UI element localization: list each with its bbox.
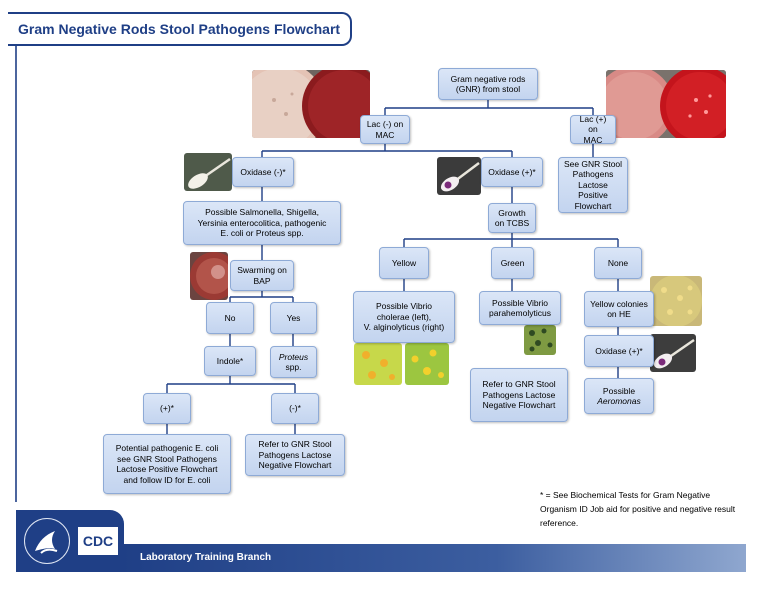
node-yes: Yes: [270, 302, 317, 334]
tcbs-plate-icon: [405, 343, 449, 385]
node-indole-pos: (+)*: [143, 393, 191, 424]
tcbs-green-photo: [524, 325, 556, 355]
swab-icon: [184, 153, 232, 191]
tcbs-yellow-left-photo: [354, 343, 402, 385]
node-oxidase-neg: Oxidase (-)*: [232, 157, 294, 187]
node-no: No: [206, 302, 254, 334]
node-oxidase-pos: Oxidase (+)*: [481, 157, 543, 187]
node-none: None: [594, 247, 642, 279]
node-indole: Indole*: [204, 346, 256, 376]
swab-icon: [437, 157, 481, 195]
agar-plate-icon: [190, 252, 228, 300]
tcbs-plate-icon: [354, 343, 402, 385]
oxidase-pos-swab-photo: [437, 157, 481, 195]
agar-plate-icon: [606, 70, 726, 138]
node-yellow: Yellow: [379, 247, 429, 279]
footer-branch-label: Laboratory Training Branch: [140, 552, 272, 563]
footnote: * = See Biochemical Tests for Gram Negat…: [540, 490, 736, 528]
he-plate-photo: [650, 276, 702, 326]
eagle-icon: [35, 531, 58, 554]
agar-plate-icon: [252, 70, 370, 138]
node-possible-salmonella: Possible Salmonella, Shigella,Yersinia e…: [183, 201, 341, 245]
page-title: Gram Negative Rods Stool Pathogens Flowc…: [18, 21, 341, 37]
node-root: Gram negative rods(GNR) from stool: [438, 68, 538, 100]
node-green: Green: [491, 247, 534, 279]
node-oxidase-pos2: Oxidase (+)*: [584, 335, 654, 367]
tcbs-plate-icon: [524, 325, 556, 355]
bap-swarming-photo: [190, 252, 228, 300]
oxidase-pos-swab2-photo: [650, 334, 696, 372]
node-indole-neg: (-)*: [271, 393, 319, 424]
title-frame: [8, 12, 352, 46]
mac-plate-lac-neg-photo: [252, 70, 370, 138]
mac-plate-lac-pos-photo: [606, 70, 726, 138]
tcbs-yellow-right-photo: [405, 343, 449, 385]
swab-icon: [650, 334, 696, 372]
hhs-seal-icon: [24, 518, 70, 564]
footer-bar: [122, 544, 746, 572]
oxidase-neg-swab-photo: [184, 153, 232, 191]
cdc-logo: CDC: [78, 527, 118, 555]
agar-plate-icon: [650, 276, 702, 326]
